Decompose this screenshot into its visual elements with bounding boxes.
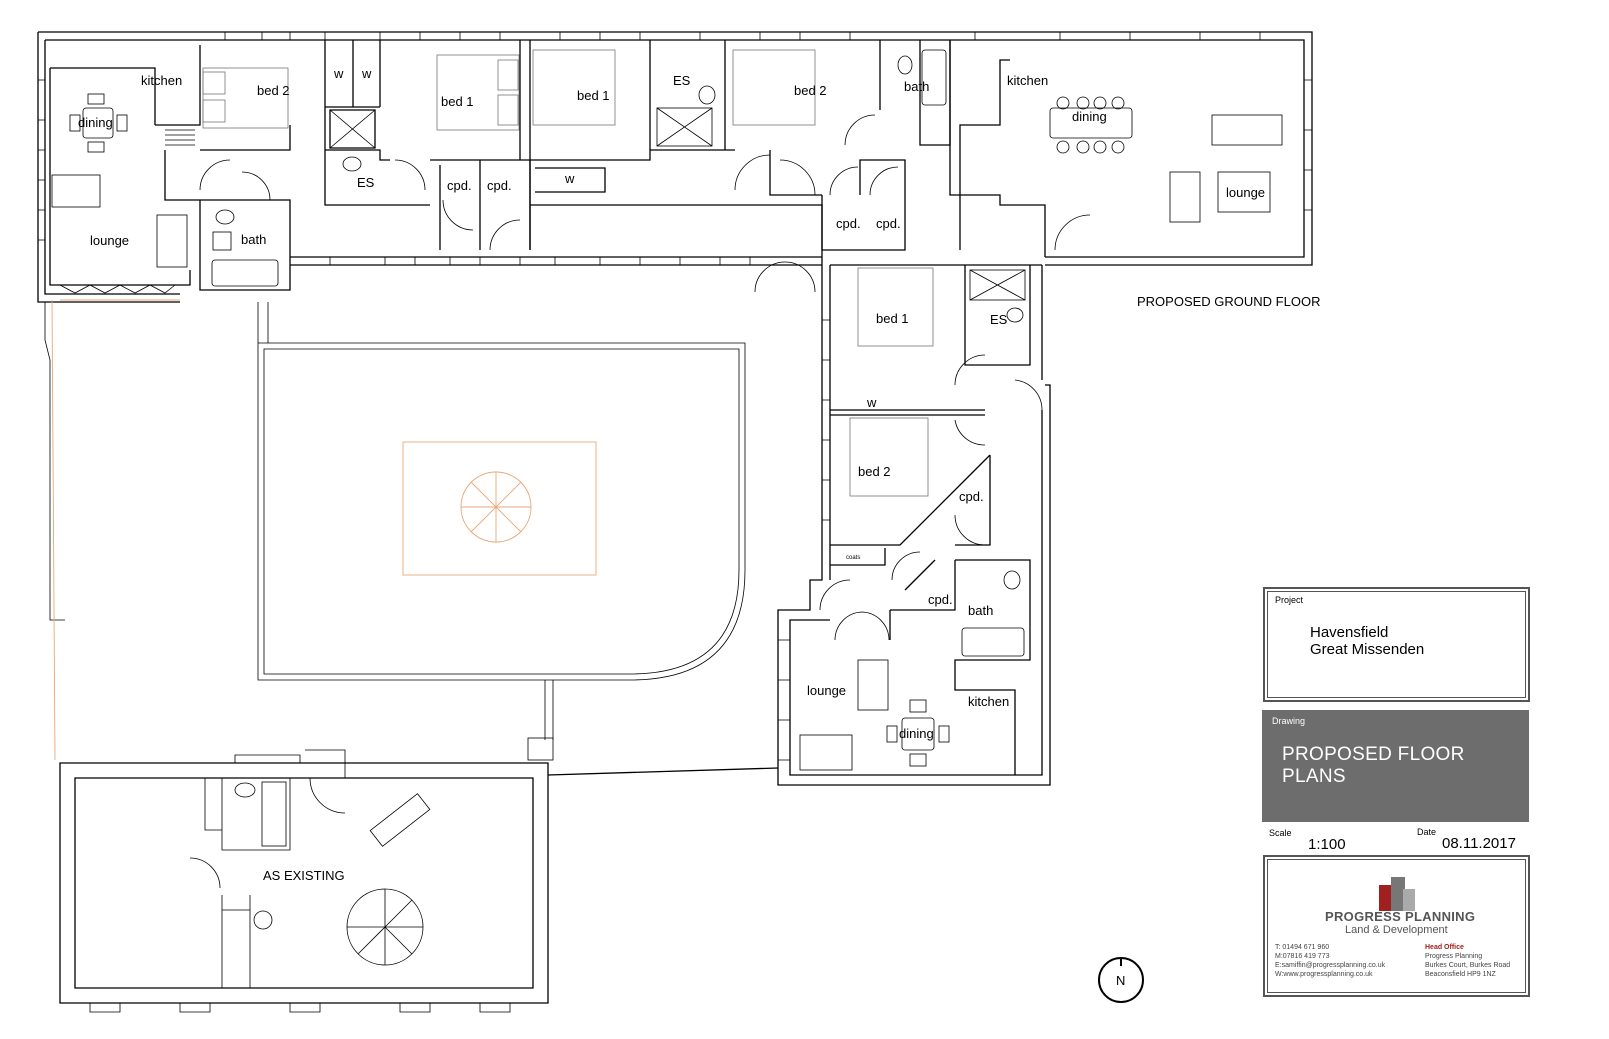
unit4-cpd2-label: cpd. xyxy=(928,592,953,607)
north-label: N xyxy=(1116,973,1125,988)
unit4-bed1-label: bed 1 xyxy=(876,311,909,326)
unit3-cpd1-label: cpd. xyxy=(836,216,861,231)
existing-building: AS EXISTING xyxy=(59,749,779,1013)
unit3-bed2-label: bed 2 xyxy=(794,83,827,98)
address-line-2: Burkes Court, Burkes Road xyxy=(1425,962,1511,969)
unit2-es-label: ES xyxy=(357,175,375,190)
unit4-coats-label: coats xyxy=(846,555,860,561)
contact-web: W:www.progressplanning.co.uk xyxy=(1275,971,1373,978)
unit3-bath-label: bath xyxy=(904,79,929,94)
head-office-address: Head Office Progress Planning Burkes Cou… xyxy=(1425,943,1510,979)
contact-email: E:samiffin@progressplanning.co.uk xyxy=(1275,962,1386,969)
unit4-kitchen-label: kitchen xyxy=(968,694,1009,709)
scale-value: 1:100 xyxy=(1308,836,1346,853)
unit1-kitchen-label: kitchen xyxy=(141,73,182,88)
scale-label: Scale xyxy=(1269,828,1292,838)
contact-mobile: M:07816 419 773 xyxy=(1275,953,1330,960)
unit4-bed2-label: bed 2 xyxy=(858,464,891,479)
courtyard xyxy=(44,299,746,761)
contact-phone: T: 01494 671 960 xyxy=(1275,944,1330,951)
unit3-bed1-label: bed 1 xyxy=(577,88,610,103)
unit3-cpd2-label: cpd. xyxy=(876,216,901,231)
floor-title: PROPOSED GROUND FLOOR xyxy=(1137,294,1320,309)
project-line-2: Great Missenden xyxy=(1310,641,1425,658)
drawing-title: PROPOSED FLOOR PLANS xyxy=(1282,744,1465,787)
unit3-lounge-label: lounge xyxy=(1226,185,1265,200)
unit-4: bed 1 ES w bed 2 cpd. coats cpd. bath lo… xyxy=(777,264,1051,786)
unit1-dining-label: dining xyxy=(78,115,113,130)
unit4-dining-label: dining xyxy=(899,726,934,741)
unit4-bath-label: bath xyxy=(968,603,993,618)
company-logo-icon xyxy=(1379,877,1415,911)
unit1-bed-label: bed 2 xyxy=(257,83,290,98)
unit3-kitchen-label: kitchen xyxy=(1007,73,1048,88)
drawing-box: Drawing PROPOSED FLOOR PLANS xyxy=(1262,710,1529,822)
unit4-cpd1-label: cpd. xyxy=(959,489,984,504)
project-label: Project xyxy=(1275,595,1304,605)
unit2-cpd1-label: cpd. xyxy=(447,178,472,193)
existing-label: AS EXISTING xyxy=(263,868,345,883)
unit-3: bed 1 ES bed 2 bath w cpd. cpd. kitchen … xyxy=(530,40,1283,293)
unit3-dining-label: dining xyxy=(1072,109,1107,124)
date-value: 08.11.2017 xyxy=(1442,835,1516,852)
date-label: Date xyxy=(1417,827,1437,837)
project-box: Project Havensfield Great Missenden xyxy=(1263,587,1530,702)
address-line-1: Progress Planning xyxy=(1425,953,1483,960)
unit2-cpd2-label: cpd. xyxy=(487,178,512,193)
unit1-lounge-label: lounge xyxy=(90,233,129,248)
unit2-w2-label: w xyxy=(361,66,372,81)
unit2-bed-label: bed 1 xyxy=(441,94,474,109)
company-tagline: Land & Development xyxy=(1345,924,1448,936)
unit-2: w w bed 1 ES cpd. cpd. xyxy=(324,40,823,265)
company-box: PROGRESS PLANNING Land & Development T: … xyxy=(1263,855,1530,997)
address-line-3: Beaconsfield HP9 1NZ xyxy=(1425,971,1496,978)
contact-details: T: 01494 671 960 M:07816 419 773 E:samif… xyxy=(1275,943,1385,979)
project-line-1: Havensfield xyxy=(1310,624,1389,641)
unit2-w1-label: w xyxy=(333,66,344,81)
unit3-es-label: ES xyxy=(673,73,691,88)
unit1-bath-label: bath xyxy=(241,232,266,247)
unit-1: kitchen dining lounge bed 2 bath xyxy=(49,45,291,294)
drawing-label: Drawing xyxy=(1272,716,1306,726)
north-arrow-icon: N xyxy=(1098,957,1144,1003)
unit3-w-label: w xyxy=(564,171,575,186)
unit4-es-label: ES xyxy=(990,312,1008,327)
top-wing-walls xyxy=(37,31,1313,303)
head-office-label: Head Office xyxy=(1425,944,1464,951)
unit4-lounge-label: lounge xyxy=(807,683,846,698)
company-name: PROGRESS PLANNING xyxy=(1325,909,1476,924)
unit4-w-label: w xyxy=(866,395,877,410)
